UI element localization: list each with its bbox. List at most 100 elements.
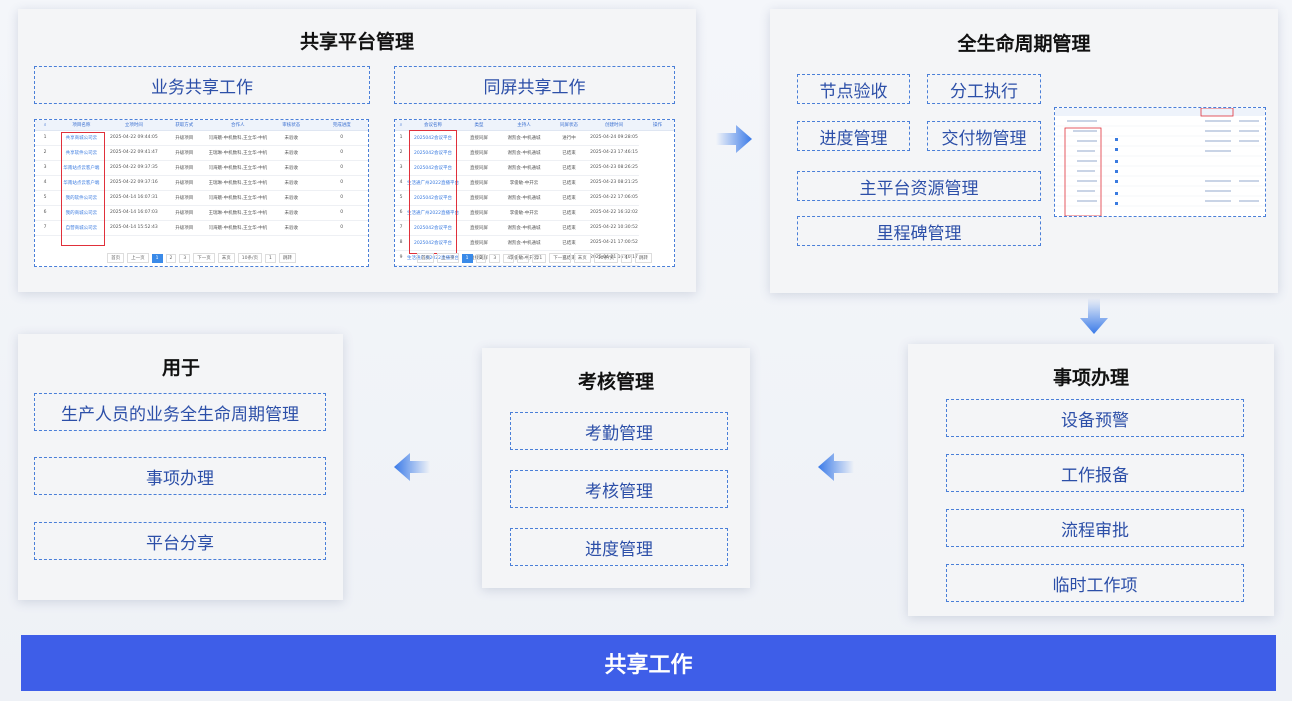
table-cell: 2025-04-23 08:21:25 xyxy=(589,175,639,191)
usage-title: 用于 xyxy=(162,357,201,379)
pager-item[interactable]: ... xyxy=(517,253,530,263)
table-cell: 0 xyxy=(315,160,368,176)
table-cell: 2025-04-23 08:26:25 xyxy=(589,160,639,176)
pager-item[interactable]: 跳转 xyxy=(278,253,296,263)
table-cell: 升级项目 xyxy=(160,130,209,146)
table-cell[interactable]: 共享软件公司云 xyxy=(55,145,108,161)
table-cell: 未验收 xyxy=(267,190,316,206)
table-header: 项目名称 xyxy=(55,120,108,131)
table-cell[interactable]: 2025042会议平台 xyxy=(407,145,459,161)
row-index: 3 xyxy=(35,160,56,176)
table-cell: 王瑞琳-中机数科,王立华-中机数科 xyxy=(208,175,268,191)
pager-item[interactable]: 首页 xyxy=(417,253,435,263)
pager-item[interactable]: 上一页 xyxy=(437,253,459,263)
arrow-left-icon xyxy=(818,453,854,481)
row-index: 1 xyxy=(395,130,407,146)
pager-item[interactable]: 首页 xyxy=(107,253,125,263)
table-cell[interactable]: 生活通广州2022直播平台 xyxy=(407,175,459,191)
table-cell: 未验收 xyxy=(267,220,316,236)
pager-item[interactable]: 2 xyxy=(475,253,487,263)
usage-panel: 用于 生产人员的业务全生命周期管理 事项办理 平台分享 xyxy=(18,334,343,600)
pager-item[interactable]: 末页 xyxy=(217,253,235,263)
table-cell[interactable]: 2025042会议平台 xyxy=(407,220,459,236)
matters-item: 临时工作项 xyxy=(946,564,1244,602)
pager-item[interactable]: 3 xyxy=(179,253,191,263)
pager-item[interactable]: 1 xyxy=(151,253,163,263)
row-index: 7 xyxy=(35,220,56,236)
table-cell[interactable]: 2025042会议平台 xyxy=(407,190,459,206)
table-cell: 直接同屏 xyxy=(459,220,499,236)
table-header: 创建时间 xyxy=(589,120,639,131)
pager-item[interactable]: 末页 xyxy=(573,253,591,263)
usage-item: 事项办理 xyxy=(34,457,326,495)
row-index: 5 xyxy=(395,190,407,206)
pager-item[interactable]: 跳转 xyxy=(634,253,652,263)
pager-item[interactable]: 10条/页 xyxy=(237,253,262,263)
table-cell: 升级项目 xyxy=(160,190,209,206)
table-cell: 2025-04-22 09:37:16 xyxy=(107,175,161,191)
table-cell: 已结束 xyxy=(549,220,589,236)
table-cell[interactable]: 共享商城公司云 xyxy=(55,130,108,146)
pager-item[interactable]: 4 xyxy=(503,253,515,263)
pager-item[interactable]: 21 xyxy=(532,253,547,263)
table-cell: 直接同屏 xyxy=(459,160,499,176)
table-cell: 0 xyxy=(315,190,368,206)
pager-item[interactable]: 下一页 xyxy=(193,253,215,263)
pager-item[interactable]: 1 xyxy=(461,253,473,263)
row-index: 7 xyxy=(395,220,407,236)
table-cell: 谢凯会-中机通城 xyxy=(499,145,549,161)
pager-item[interactable]: 上一页 xyxy=(127,253,149,263)
pager-item[interactable]: 10条/页 xyxy=(593,253,618,263)
assessment-title: 考核管理 xyxy=(577,371,654,393)
pager-item[interactable]: 下一页 xyxy=(549,253,571,263)
table-header: 获取方式 xyxy=(160,120,209,131)
pager-item[interactable]: 3 xyxy=(489,253,501,263)
table-cell[interactable]: 华南站点云客户端 xyxy=(55,175,108,191)
pager-item[interactable]: 1 xyxy=(265,253,276,263)
table-cell[interactable]: 我的商城公司云 xyxy=(55,205,108,221)
table-cell: 0 xyxy=(315,130,368,146)
table-cell: 直接同屏 xyxy=(459,190,499,206)
table-cell[interactable]: 2025042会议平台 xyxy=(407,130,459,146)
pager-item[interactable]: 2 xyxy=(165,253,177,263)
table-cell[interactable]: 我的软件公司云 xyxy=(55,190,108,206)
table-cell[interactable]: 华南站点云客户端 xyxy=(55,160,108,176)
table-cell[interactable]: 自营商城公司云 xyxy=(55,220,108,236)
assessment-item: 进度管理 xyxy=(510,528,728,566)
assessment-item: 考核管理 xyxy=(510,470,728,508)
table-cell: 未验收 xyxy=(267,145,316,161)
table-cell[interactable]: 2025042会议平台 xyxy=(407,235,459,251)
table-cell[interactable]: 生活通广州2022直播平台 xyxy=(407,205,459,221)
table-cell: 闫海娥-中机数科,王立华-中机数科 xyxy=(208,220,268,236)
row-index: 4 xyxy=(35,175,56,191)
matters-title: 事项办理 xyxy=(1052,367,1129,389)
table-cell[interactable]: 2025042会议平台 xyxy=(407,160,459,176)
pager-item[interactable]: 1 xyxy=(620,253,632,263)
table-cell: 2025-04-14 16:07:31 xyxy=(107,190,161,206)
table-cell: 升级项目 xyxy=(160,175,209,191)
table-header: 操作 xyxy=(639,120,674,131)
table-cell: 闫海娥-中机数科,王立华-中机数科 xyxy=(208,130,268,146)
matters-item: 工作报备 xyxy=(946,454,1244,492)
table-cell: 谢凯会-中机通城 xyxy=(499,130,549,146)
table-cell: 2025-04-24 09:28:05 xyxy=(589,130,639,146)
arrow-left-icon xyxy=(394,453,430,481)
table-header: 完成进度 xyxy=(315,120,368,131)
table-cell: 2025-04-22 16:32:02 xyxy=(589,205,639,221)
